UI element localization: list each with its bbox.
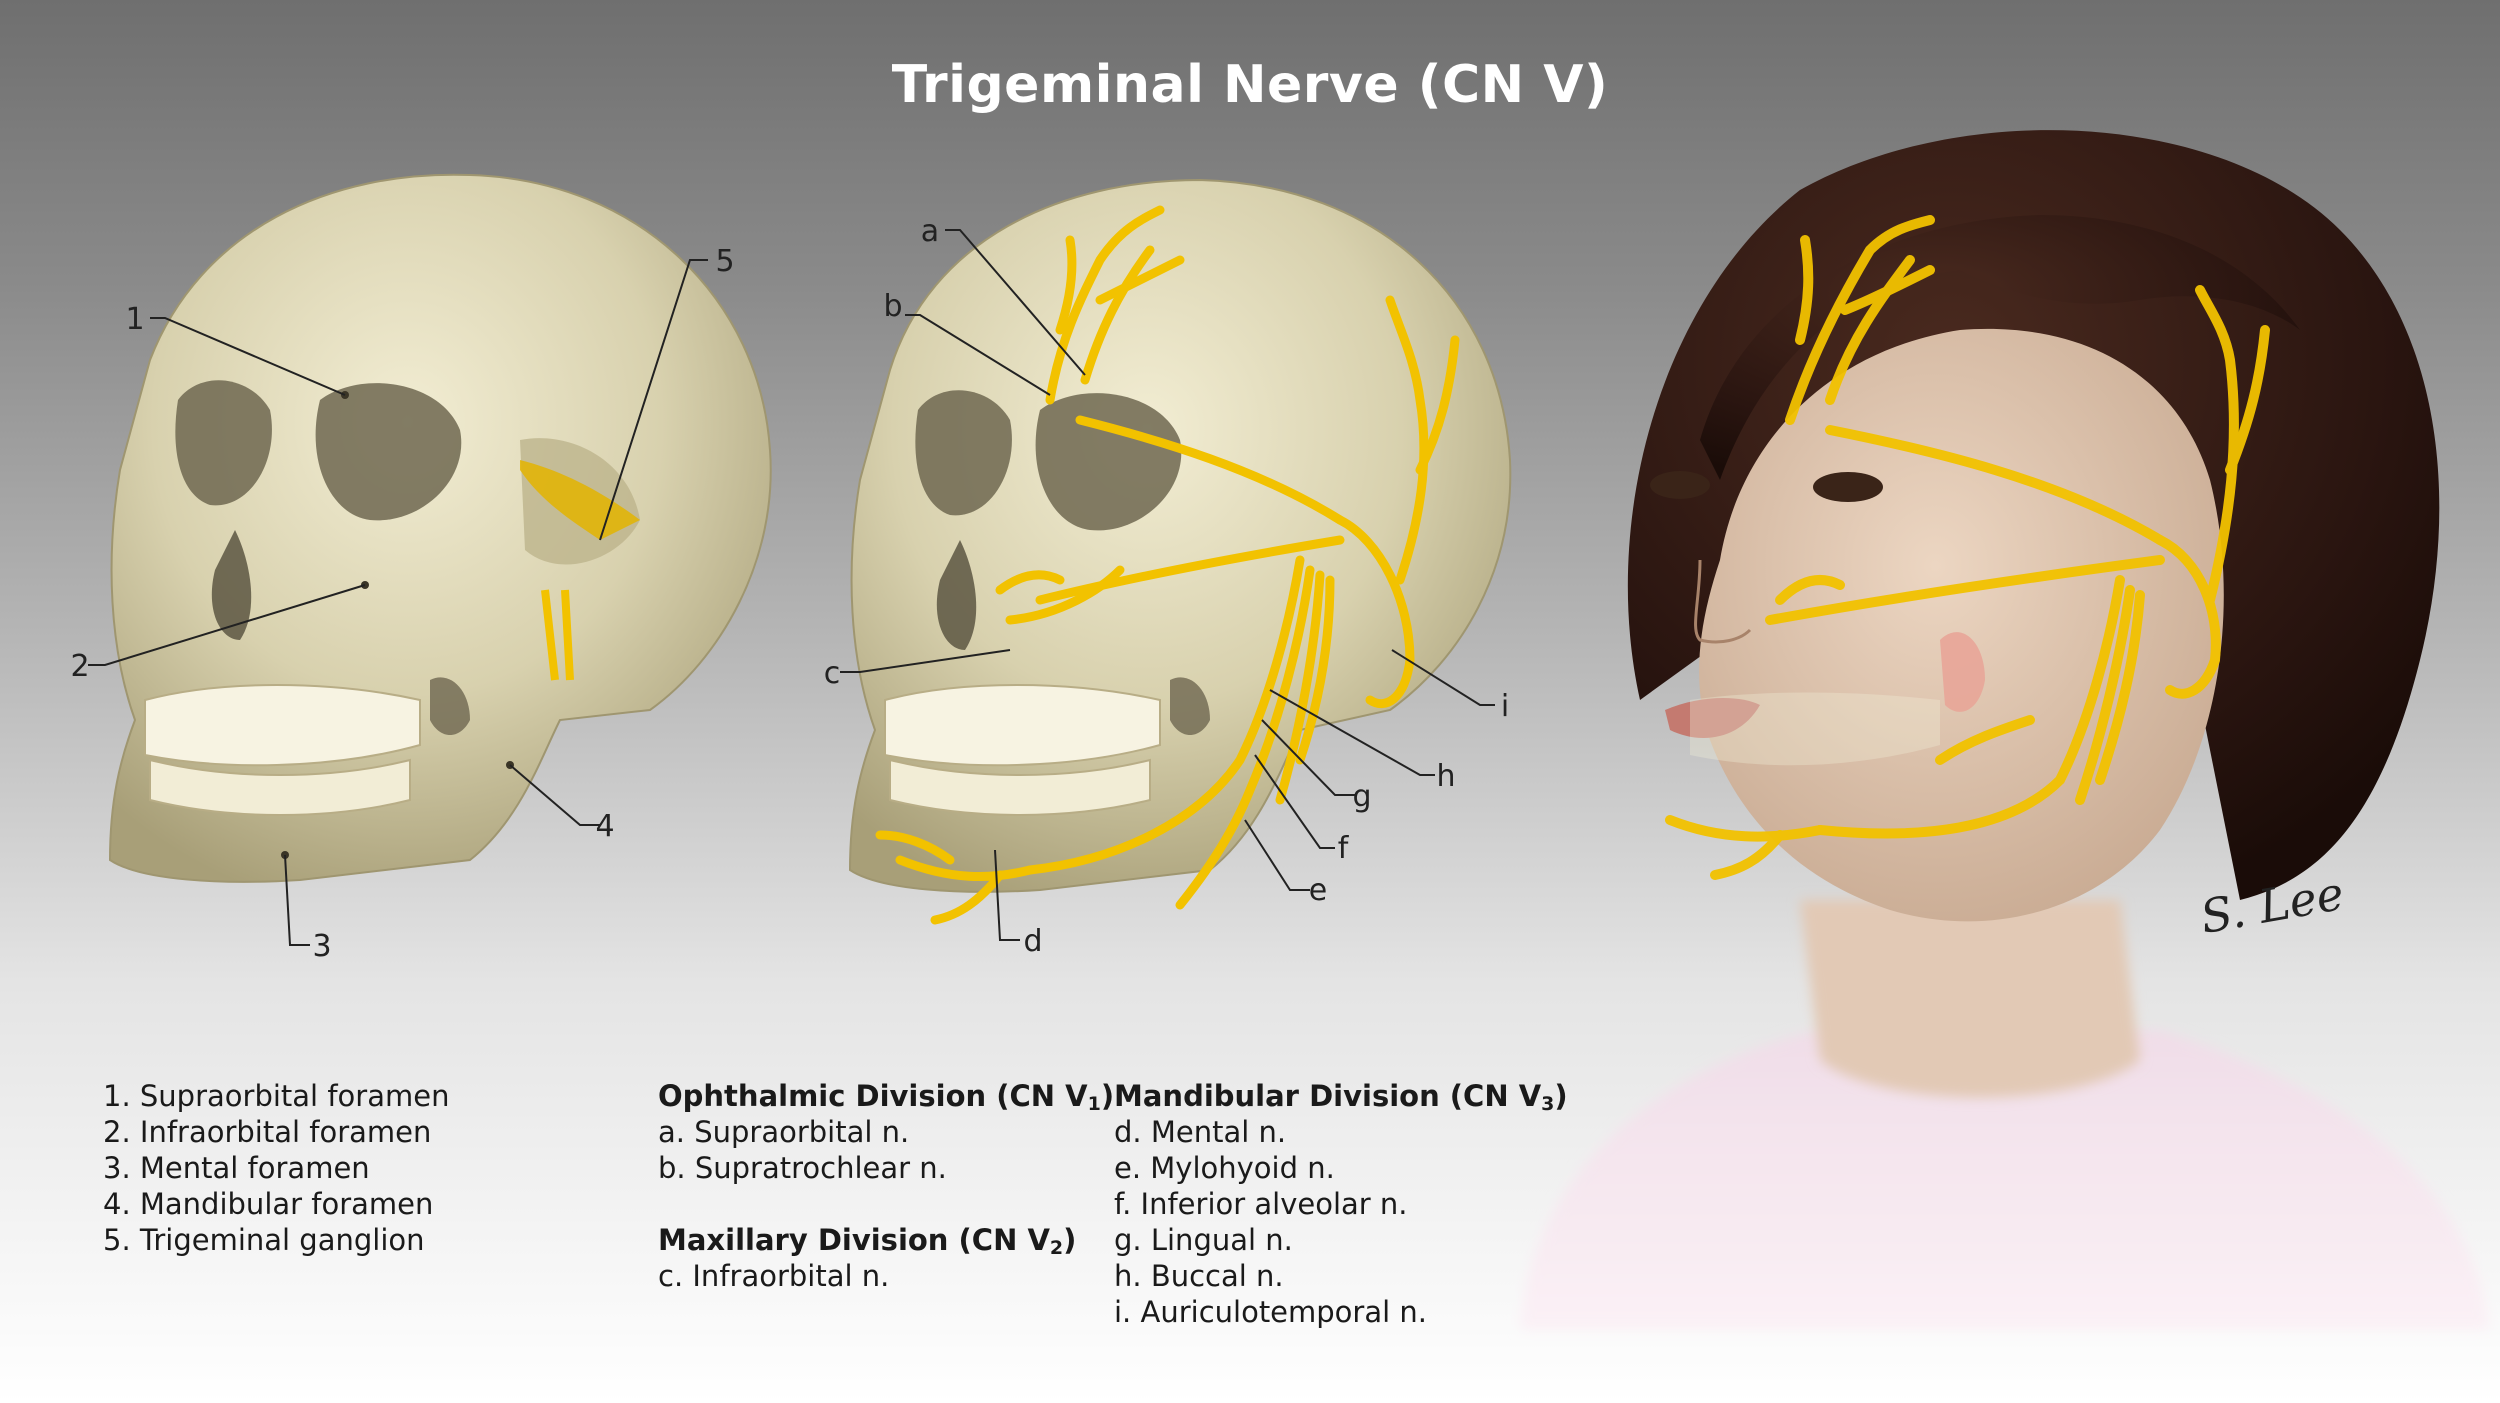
legend-item: d. Mental n. (1114, 1115, 1287, 1149)
legend-item: e. Mylohyoid n. (1114, 1151, 1335, 1185)
callout-g: g (1352, 779, 1371, 814)
skull-nerves (848, 178, 1512, 893)
callout-e: e (1309, 873, 1327, 908)
legend-item: 5. Trigeminal ganglion (103, 1223, 425, 1257)
callout-2: 2 (70, 649, 89, 684)
legend-item: 1. Supraorbital foramen (103, 1079, 450, 1113)
maxillary-heading: Maxillary Division (CN V2) (658, 1223, 1077, 1259)
nerve-branches-skull (875, 205, 1460, 925)
callout-c: c (824, 656, 841, 691)
skull-leader-lines (88, 259, 708, 946)
legend-item: g. Lingual n. (1114, 1223, 1293, 1257)
ophthalmic-maxillary-legend: Ophthalmic Division (CN V1) a. Supraorbi… (658, 1078, 1114, 1294)
callout-i: i (1501, 689, 1509, 724)
legend-item: c. Infraorbital n. (658, 1259, 890, 1293)
callout-4: 4 (595, 809, 614, 844)
legend-item: f. Inferior alveolar n. (1114, 1187, 1408, 1221)
callout-5: 5 (715, 244, 734, 279)
callout-3: 3 (312, 929, 331, 964)
page-title: Trigeminal Nerve (CN V) (891, 55, 1609, 115)
foramina-legend: 1. Supraorbital foramen 2. Infraorbital … (103, 1078, 449, 1258)
ophthalmic-heading: Ophthalmic Division (CN V1) (658, 1079, 1115, 1115)
callout-b: b (883, 289, 902, 324)
skull-landmarks (108, 173, 772, 883)
mandibular-legend: Mandibular Division (CN V3) d. Mental n.… (1114, 1078, 1568, 1330)
callout-a: a (921, 214, 939, 249)
legend-item: 2. Infraorbital foramen (103, 1115, 432, 1149)
legend-item: b. Supratrochlear n. (658, 1151, 947, 1185)
nerve-leader-lines (840, 229, 1495, 941)
callout-1: 1 (125, 302, 144, 337)
callout-d: d (1023, 924, 1042, 959)
legend-item: h. Buccal n. (1114, 1259, 1284, 1293)
mandibular-heading: Mandibular Division (CN V3) (1114, 1079, 1568, 1115)
legend-item: a. Supraorbital n. (658, 1115, 910, 1149)
legend-item: 3. Mental foramen (103, 1151, 370, 1185)
callout-f: f (1338, 831, 1350, 866)
legend-item: 4. Mandibular foramen (103, 1187, 434, 1221)
callout-h: h (1436, 759, 1455, 794)
nerve-branches-face (1665, 215, 2270, 880)
legend-item: i. Auriculotemporal n. (1114, 1295, 1427, 1329)
